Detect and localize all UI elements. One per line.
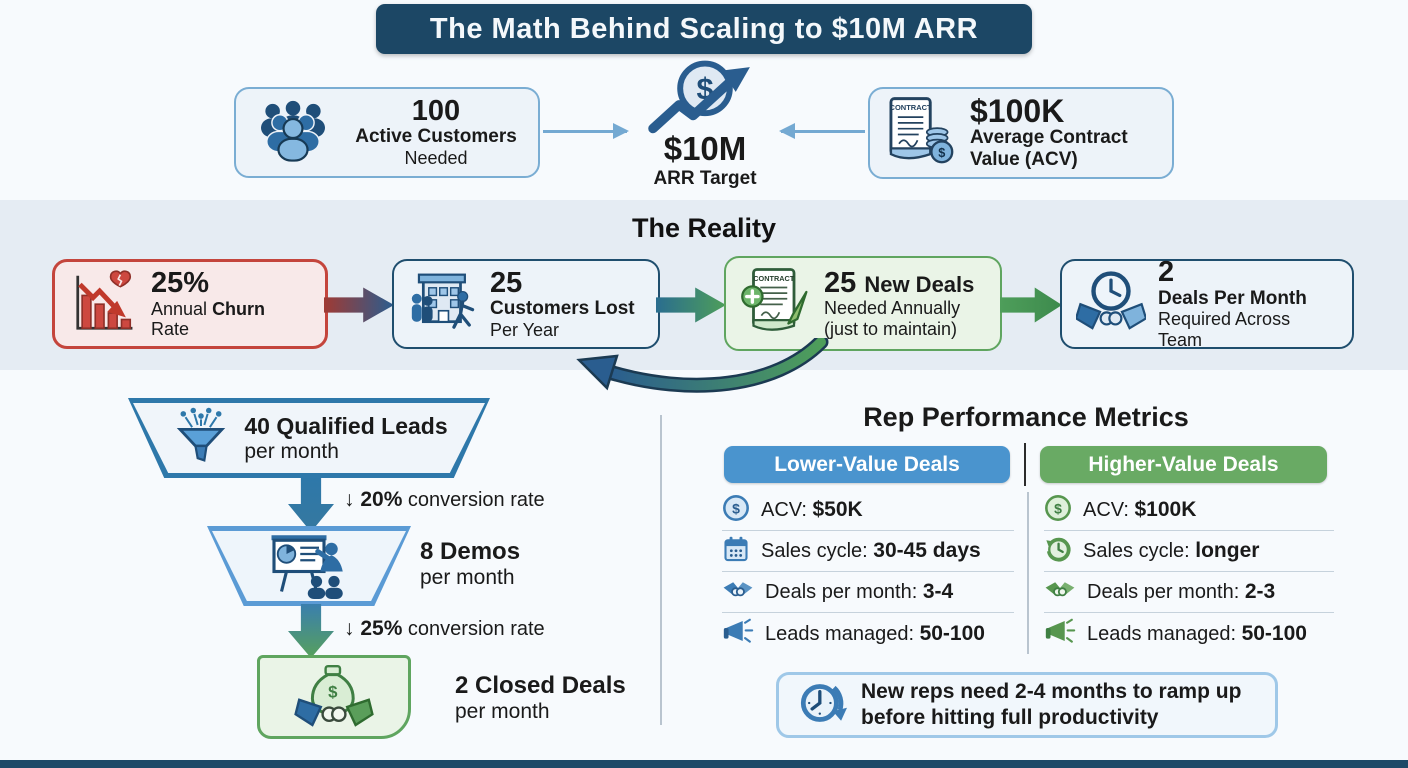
- section-divider: [660, 415, 662, 725]
- new-deals-line2: Needed Annually: [824, 298, 961, 319]
- clock-cycle-icon: [1044, 535, 1072, 568]
- reality-heading: The Reality: [631, 213, 777, 243]
- moneybag-handshake-icon: $: [293, 659, 375, 736]
- stage2-label: 8 Demos per month: [420, 538, 521, 589]
- funnel-arrow-2: [288, 604, 334, 658]
- curved-feedback-arrow: [575, 334, 830, 400]
- metric-row: $ ACV: $50K: [722, 490, 1014, 531]
- funnel-stage-leads: 40 Qualified Leads per month: [128, 398, 490, 478]
- target-label: ARR Target: [653, 168, 757, 189]
- acv-box: CONTRACT $ $100K Average Contract Value …: [868, 87, 1174, 179]
- lower-value-column: $ ACV: $50K Sales cycle: 30-45 days Deal…: [722, 490, 1014, 654]
- megaphone-icon: [722, 618, 754, 649]
- dollar-coin-icon: $: [1044, 494, 1072, 527]
- conversion1-label: ↓ 20% conversion rate: [344, 488, 545, 511]
- note-text: New reps need 2-4 months to ramp up befo…: [861, 679, 1242, 729]
- ramp-clock-icon: [795, 677, 847, 734]
- contract-coins-icon: CONTRACT $: [884, 94, 958, 173]
- metric-row: Deals per month: 3-4: [722, 572, 1014, 613]
- customers-value: 100: [411, 95, 461, 128]
- handshake-clock-icon: [1074, 269, 1148, 340]
- metric-row: Leads managed: 50-100: [1044, 613, 1334, 654]
- lower-value-header: Lower-Value Deals: [724, 446, 1010, 483]
- funnel-icon: [170, 407, 232, 470]
- team-deals-box: 2 Deals Per Month Required Across Team: [1060, 256, 1354, 351]
- lost-value: 25: [490, 266, 523, 299]
- churn-box: 25% Annual Churn Rate: [52, 259, 328, 349]
- customers-leaving-icon: [408, 269, 478, 340]
- new-deals-line3: (just to maintain): [824, 318, 958, 339]
- higher-value-column: $ ACV: $100K Sales cycle: longer Deals p…: [1044, 490, 1334, 654]
- page-title: The Math Behind Scaling to $10M ARR: [429, 12, 979, 45]
- columns-divider: [1027, 492, 1029, 654]
- funnel-stage-demos: [207, 526, 411, 606]
- customers-label-regular: Needed: [404, 148, 468, 169]
- acv-value: $100K: [970, 93, 1065, 130]
- lost-label-bold: Customers Lost: [490, 297, 635, 319]
- megaphone-icon: [1044, 618, 1076, 649]
- acv-label1: Average Contract: [970, 127, 1128, 149]
- higher-value-header: Higher-Value Deals: [1040, 446, 1327, 483]
- churn-chart-icon: [69, 269, 139, 340]
- customers-lost-box: 25 Customers Lost Per Year: [392, 259, 660, 349]
- new-deals-box: CONTRACT 25 New Deals Needed Annually (j…: [724, 256, 1002, 351]
- demo-presentation-icon: [261, 531, 357, 601]
- people-group-icon: [250, 98, 336, 167]
- target-value: $10M: [663, 130, 747, 167]
- metric-row: Sales cycle: longer: [1044, 531, 1334, 572]
- dollar-growth-icon: $: [645, 60, 765, 138]
- stage1-bold: 40 Qualified Leads: [244, 412, 448, 439]
- stage1-regular: per month: [244, 439, 339, 463]
- calendar-icon: [722, 535, 750, 568]
- title-banner: The Math Behind Scaling to $10M ARR: [376, 4, 1032, 54]
- svg-text:$: $: [1054, 500, 1062, 516]
- svg-text:CONTRACT: CONTRACT: [890, 103, 932, 112]
- team-label-bold: Deals Per Month: [1158, 287, 1307, 309]
- team-label-regular: Required Across Team: [1158, 309, 1291, 351]
- acv-label2: Value (ACV): [970, 149, 1078, 170]
- metric-row: $ ACV: $100K: [1044, 490, 1334, 531]
- new-deals-line1: 25 New Deals: [824, 266, 975, 299]
- header-divider: [1024, 443, 1026, 486]
- handshake-icon: [1044, 578, 1076, 607]
- funnel-arrow-1: [288, 476, 334, 532]
- svg-text:$: $: [732, 500, 740, 516]
- metric-row: Leads managed: 50-100: [722, 613, 1014, 654]
- new-contract-icon: CONTRACT: [740, 265, 812, 342]
- lost-label-regular: Per Year: [490, 319, 560, 340]
- stage3-label: 2 Closed Deals per month: [455, 672, 626, 723]
- churn-value: 25%: [151, 267, 210, 300]
- arrow-customers-to-target: [543, 123, 629, 139]
- bottom-accent-bar: [0, 760, 1408, 768]
- handshake-icon: [722, 578, 754, 607]
- funnel-stage-closed: $: [257, 655, 411, 739]
- metric-row: Sales cycle: 30-45 days: [722, 531, 1014, 572]
- svg-text:CONTRACT: CONTRACT: [753, 274, 794, 283]
- churn-label1: Annual Churn: [151, 298, 266, 319]
- metrics-heading: Rep Performance Metrics: [863, 402, 1189, 432]
- active-customers-box: 100 Active Customers Needed: [234, 87, 540, 178]
- svg-text:$: $: [328, 682, 338, 701]
- team-value: 2: [1158, 256, 1175, 289]
- arr-target-label: $10M ARR Target: [615, 130, 795, 190]
- arrow-acv-to-target: [779, 123, 865, 139]
- metric-row: Deals per month: 2-3: [1044, 572, 1334, 613]
- dollar-coin-icon: $: [722, 494, 750, 527]
- svg-text:$: $: [938, 145, 945, 160]
- customers-label-bold: Active Customers: [355, 126, 517, 148]
- conversion2-label: ↓ 25% conversion rate: [344, 617, 545, 640]
- ramp-up-note: New reps need 2-4 months to ramp up befo…: [776, 672, 1278, 738]
- churn-label2: Rate: [151, 319, 190, 340]
